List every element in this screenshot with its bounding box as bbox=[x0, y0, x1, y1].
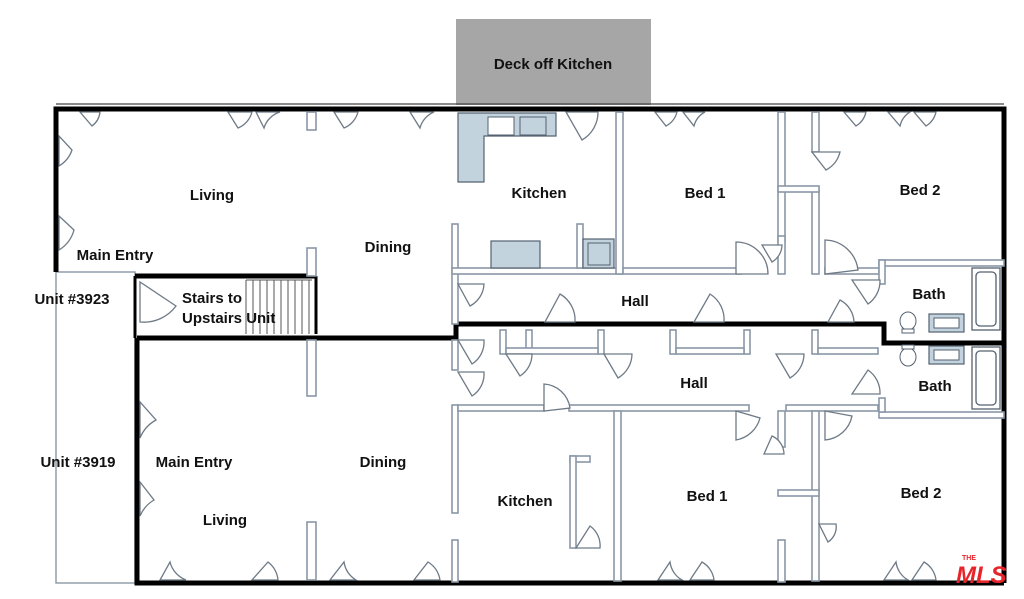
lower-hall-label: Hall bbox=[680, 375, 708, 392]
unit-3923-label: Unit #3923 bbox=[34, 291, 109, 308]
lower-interior-walls bbox=[306, 329, 1005, 583]
lower-bed1-label: Bed 1 bbox=[687, 488, 728, 505]
windows bbox=[78, 111, 937, 581]
upper-kitchen-label: Kitchen bbox=[511, 185, 566, 202]
unit-3919-label: Unit #3919 bbox=[40, 454, 115, 471]
upper-hall-label: Hall bbox=[621, 293, 649, 310]
stairs-label-line1: Stairs to bbox=[182, 290, 242, 307]
svg-text:MLS: MLS bbox=[956, 562, 1007, 589]
stairs-label-line2: Upstairs Unit bbox=[182, 310, 275, 327]
upper-main-entry-label: Main Entry bbox=[77, 247, 154, 264]
upper-kitchen-fixtures bbox=[457, 112, 615, 269]
upper-exterior-wall bbox=[53, 106, 1007, 583]
lower-living-label: Living bbox=[203, 512, 247, 529]
lower-bath-label: Bath bbox=[918, 378, 951, 395]
mls-logo: THE MLS bbox=[956, 555, 1007, 589]
lower-main-entry-label: Main Entry bbox=[156, 454, 233, 471]
upper-living-label: Living bbox=[190, 187, 234, 204]
lower-bed2-label: Bed 2 bbox=[901, 485, 942, 502]
svg-text:THE: THE bbox=[962, 555, 976, 562]
upper-bath-label: Bath bbox=[912, 286, 945, 303]
upper-dining-label: Dining bbox=[365, 239, 412, 256]
stairs bbox=[139, 279, 312, 334]
deck-area bbox=[456, 19, 651, 105]
lower-bath-fixtures bbox=[899, 344, 1001, 410]
party-wall bbox=[137, 321, 1004, 346]
lower-dining-label: Dining bbox=[360, 454, 407, 471]
upper-interior-walls bbox=[306, 111, 1005, 325]
upper-bath-fixtures bbox=[899, 267, 1001, 334]
deck-label: Deck off Kitchen bbox=[494, 56, 612, 73]
upper-bed1-label: Bed 1 bbox=[685, 185, 726, 202]
doors bbox=[58, 111, 881, 549]
lower-kitchen-label: Kitchen bbox=[497, 493, 552, 510]
upper-bed2-label: Bed 2 bbox=[900, 182, 941, 199]
unit-strip bbox=[55, 271, 136, 584]
lower-exterior-wall bbox=[134, 338, 1004, 586]
